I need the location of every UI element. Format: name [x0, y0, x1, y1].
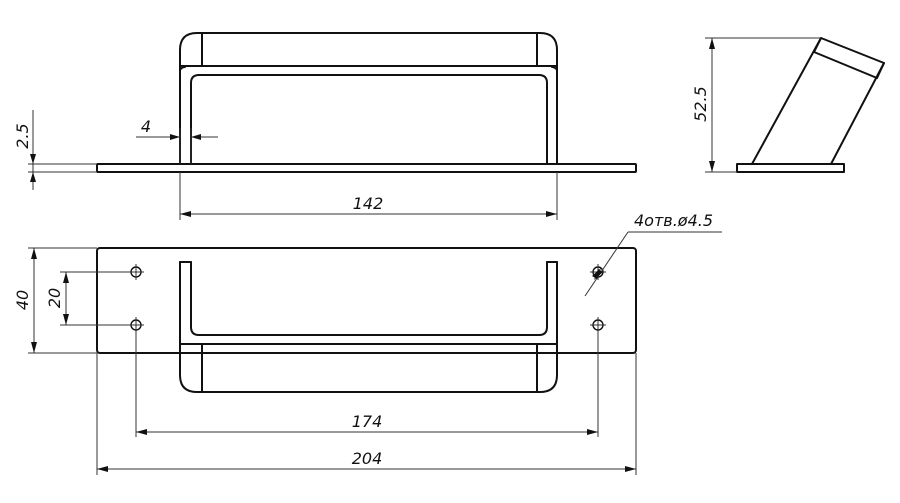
- dim-wall-thickness: 4: [136, 117, 218, 164]
- dim-plate-thickness: 2.5: [13, 110, 97, 190]
- dim-plate-width-label: 40: [13, 290, 32, 310]
- top-base-plate: [96, 247, 637, 354]
- dim-hole-spacing-length: 174: [135, 330, 599, 437]
- front-handle-outer: [179, 32, 558, 165]
- dim-overall-length-label: 204: [352, 449, 383, 468]
- dim-plate-thickness-label: 2.5: [13, 123, 32, 148]
- dim-handle-length-label: 142: [353, 194, 384, 213]
- dim-height-label: 52.5: [691, 86, 710, 122]
- side-view: [736, 37, 885, 173]
- dim-hole-spacing-width: 20: [45, 271, 130, 326]
- dim-wall-thickness-label: 4: [141, 117, 151, 136]
- side-handle-body: [751, 37, 885, 165]
- side-base-plate: [736, 163, 845, 173]
- dim-overall-length: 204: [96, 353, 637, 475]
- hole-callout-label: 4отв.ø4.5: [634, 211, 713, 230]
- dim-plate-width: 40: [13, 247, 97, 354]
- front-base-plate: [96, 163, 637, 173]
- top-handle-outer: [179, 261, 558, 393]
- dim-handle-length: 142: [179, 172, 558, 220]
- dim-hole-spacing-width-label: 20: [45, 288, 64, 308]
- top-view: [96, 247, 637, 393]
- hole-callout: 4отв.ø4.5: [584, 211, 722, 297]
- front-view: [96, 32, 637, 173]
- dim-hole-spacing-length-label: 174: [352, 412, 383, 431]
- dim-height: 52.5: [691, 37, 821, 173]
- top-handle-inner: [190, 261, 548, 336]
- front-handle-inner: [190, 74, 548, 165]
